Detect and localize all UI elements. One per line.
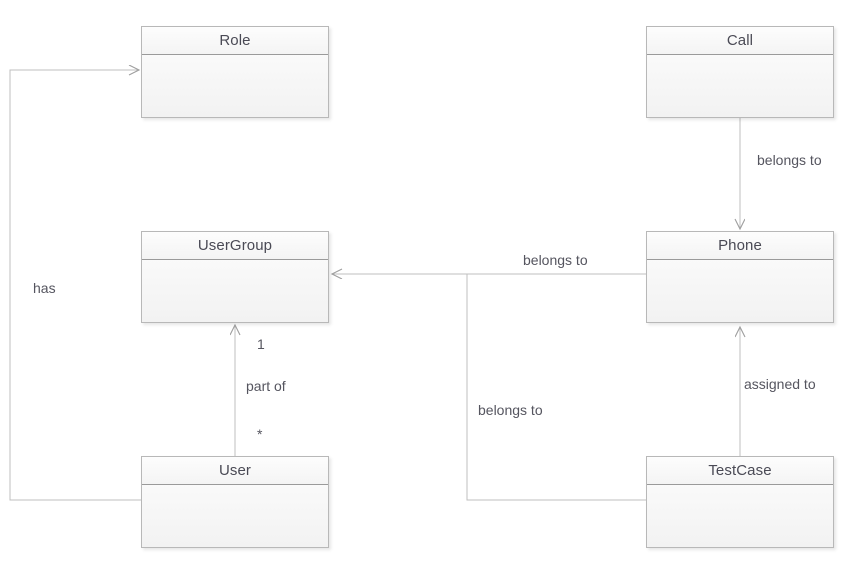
class-box-phone[interactable]: Phone [646,231,834,323]
edge-user-has-role [9,70,141,501]
class-box-testcase[interactable]: TestCase [646,456,834,548]
class-attributes-usergroup [142,260,328,322]
class-attributes-phone [647,260,833,322]
class-box-call[interactable]: Call [646,26,834,118]
class-name-call: Call [726,32,754,49]
class-name-user: User [218,462,252,479]
class-name-phone: Phone [718,237,762,254]
edge-label-has: has [33,280,56,296]
edge-testcase-belongs-to-usergroup [466,274,646,501]
class-title-band: TestCase [647,457,833,485]
edge-label-testcase-belongs-to: belongs to [478,402,543,418]
multiplicity-label-source-many: * [257,426,263,442]
edge-label-part-of: part of [246,378,286,394]
class-attributes-testcase [647,485,833,547]
edge-label-call-belongs-to: belongs to [757,152,822,168]
class-attributes-role [142,55,328,117]
class-box-user[interactable]: User [141,456,329,548]
edge-label-phone-belongs-to: belongs to [523,252,588,268]
class-attributes-user [142,485,328,547]
class-name-testcase: TestCase [708,462,772,479]
class-title-band: UserGroup [142,232,328,260]
class-title-band: Role [142,27,328,55]
class-name-usergroup: UserGroup [197,237,273,254]
class-box-usergroup[interactable]: UserGroup [141,231,329,323]
multiplicity-label-target-one: 1 [257,336,265,352]
class-box-role[interactable]: Role [141,26,329,118]
class-title-band: Call [647,27,833,55]
class-title-band: Phone [647,232,833,260]
class-name-role: Role [219,32,251,49]
class-attributes-call [647,55,833,117]
class-title-band: User [142,457,328,485]
edge-label-assigned-to: assigned to [744,376,816,392]
